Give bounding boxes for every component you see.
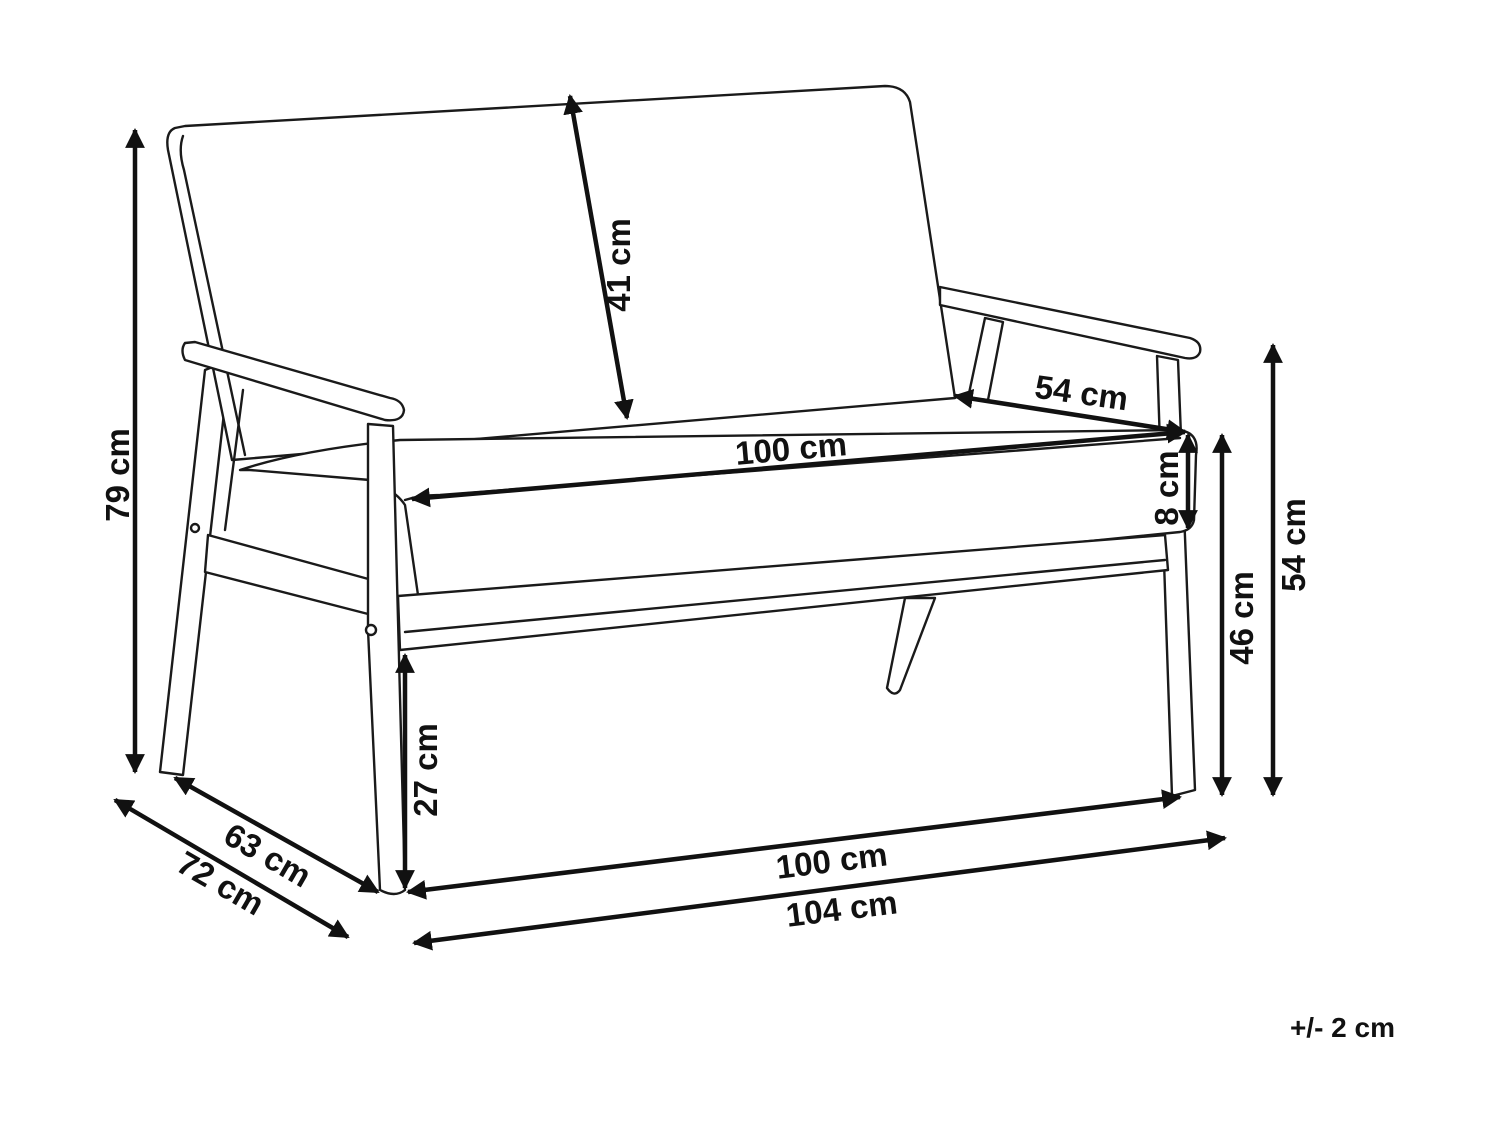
sofa-outline — [158, 84, 1202, 896]
label-leg-clearance: 27 cm — [407, 723, 444, 817]
label-seat-height: 46 cm — [1223, 571, 1260, 665]
rear-inner-leg — [885, 596, 937, 695]
front-rail-edge — [403, 558, 1167, 634]
arrow-total-depth — [113, 798, 350, 939]
right-front-post — [1155, 354, 1197, 798]
arrow-backrest-height — [563, 94, 634, 420]
label-armrest-height: 54 cm — [1275, 498, 1312, 592]
dimension-arrows — [113, 94, 1283, 951]
tolerance-note: +/- 2 cm — [1290, 1012, 1395, 1043]
backrest-inner-edge — [179, 134, 247, 457]
right-rear-post — [966, 316, 1005, 402]
label-total-height: 79 cm — [99, 428, 136, 522]
bolt-rear — [189, 522, 201, 534]
backrest — [166, 84, 957, 462]
left-armrest-support — [223, 388, 245, 532]
arrow-seat-width — [410, 423, 1187, 508]
label-cushion-thickness: 8 cm — [1148, 450, 1185, 525]
left-armrest — [181, 340, 406, 422]
label-backrest-height: 41 cm — [600, 218, 637, 312]
right-armrest — [938, 285, 1202, 360]
left-side-rail — [203, 533, 374, 617]
arrow-total-width — [412, 830, 1227, 951]
bolt-front — [364, 623, 378, 637]
